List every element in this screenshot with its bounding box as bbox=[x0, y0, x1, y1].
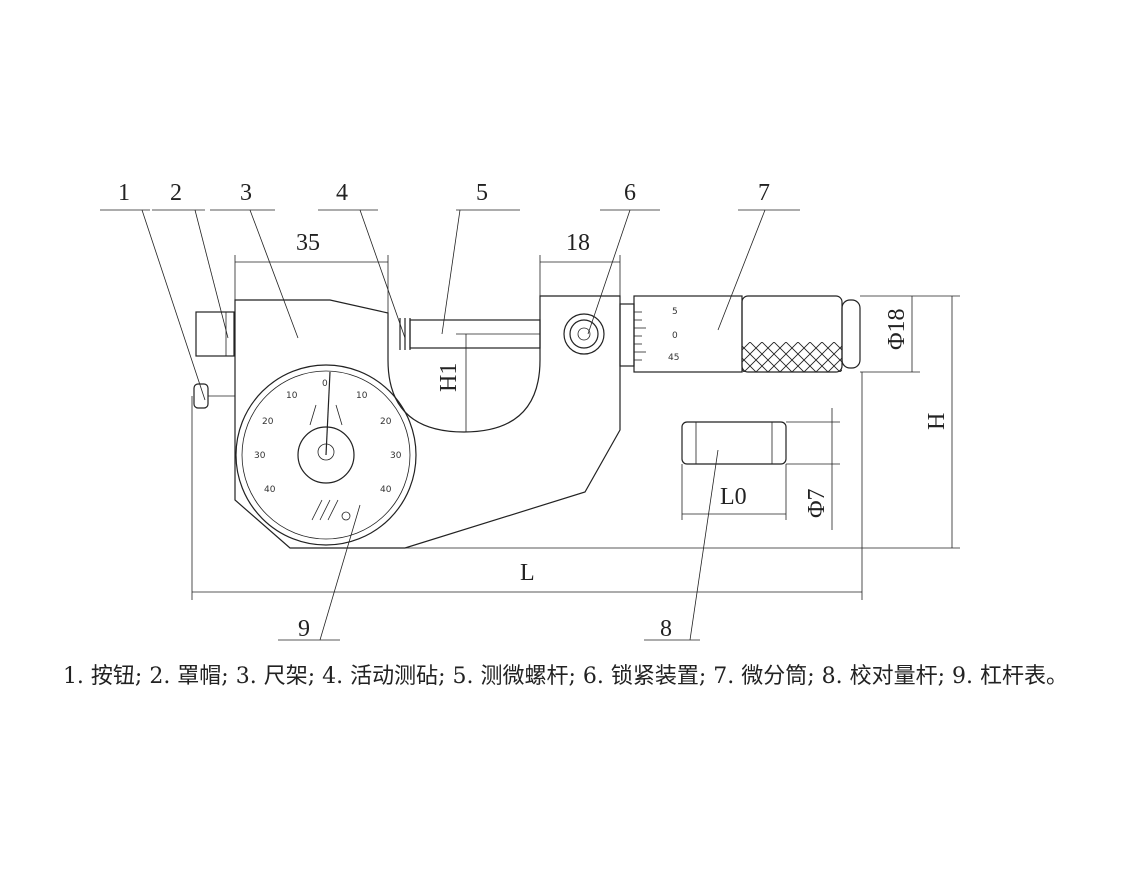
cap-2 bbox=[195, 311, 235, 357]
dial-tick-10-right: 10 bbox=[356, 391, 368, 401]
dial-tick-40-right: 40 bbox=[380, 485, 392, 495]
dim-35: 35 bbox=[296, 230, 320, 256]
dim-18: 18 bbox=[566, 230, 590, 256]
movable-anvil-4 bbox=[399, 318, 411, 350]
lock-device-6 bbox=[563, 313, 605, 355]
dim-l0: L0 bbox=[720, 484, 747, 510]
dial-tick-40-left: 40 bbox=[264, 485, 276, 495]
parts-caption: 1. 按钮; 2. 罩帽; 3. 尺架; 4. 活动测砧; 5. 测微螺杆; 6… bbox=[62, 664, 1069, 689]
leader-lines bbox=[141, 209, 766, 641]
dim-l: L bbox=[520, 560, 535, 586]
frame-outline bbox=[234, 295, 621, 549]
label-1: 1 bbox=[118, 180, 130, 206]
setting-standard-8 bbox=[681, 421, 787, 465]
dim-h1: H1 bbox=[436, 363, 462, 392]
label-5: 5 bbox=[476, 180, 488, 206]
label-underlines bbox=[100, 209, 800, 641]
label-2: 2 bbox=[170, 180, 182, 206]
dial-tick-20-left: 20 bbox=[262, 417, 274, 427]
thimble-sleeve bbox=[633, 295, 743, 373]
label-8: 8 bbox=[660, 616, 672, 642]
dial-tick-20-right: 20 bbox=[380, 417, 392, 427]
thimble-tick-45: 45 bbox=[668, 353, 679, 363]
label-9: 9 bbox=[298, 616, 310, 642]
dial-tick-30-right: 30 bbox=[390, 451, 402, 461]
dimension-lines bbox=[191, 255, 960, 600]
label-7: 7 bbox=[758, 180, 770, 206]
label-6: 6 bbox=[624, 180, 636, 206]
ratchet-cap bbox=[841, 299, 861, 369]
sleeve-ring bbox=[619, 303, 635, 367]
label-3: 3 bbox=[240, 180, 252, 206]
label-4: 4 bbox=[336, 180, 348, 206]
dim-phi7: Φ7 bbox=[804, 488, 830, 518]
thimble-tick-0: 0 bbox=[672, 331, 678, 341]
thimble-scale-ticks bbox=[634, 311, 646, 361]
dial-tick-0: 0 bbox=[322, 379, 328, 389]
dial-tick-30-left: 30 bbox=[254, 451, 266, 461]
lever-dial-indicator-9 bbox=[235, 364, 417, 546]
dim-phi18: Φ18 bbox=[884, 308, 910, 350]
dial-tick-10-left: 10 bbox=[286, 391, 298, 401]
dim-h: H bbox=[924, 413, 950, 430]
thimble-tick-5: 5 bbox=[672, 307, 678, 317]
